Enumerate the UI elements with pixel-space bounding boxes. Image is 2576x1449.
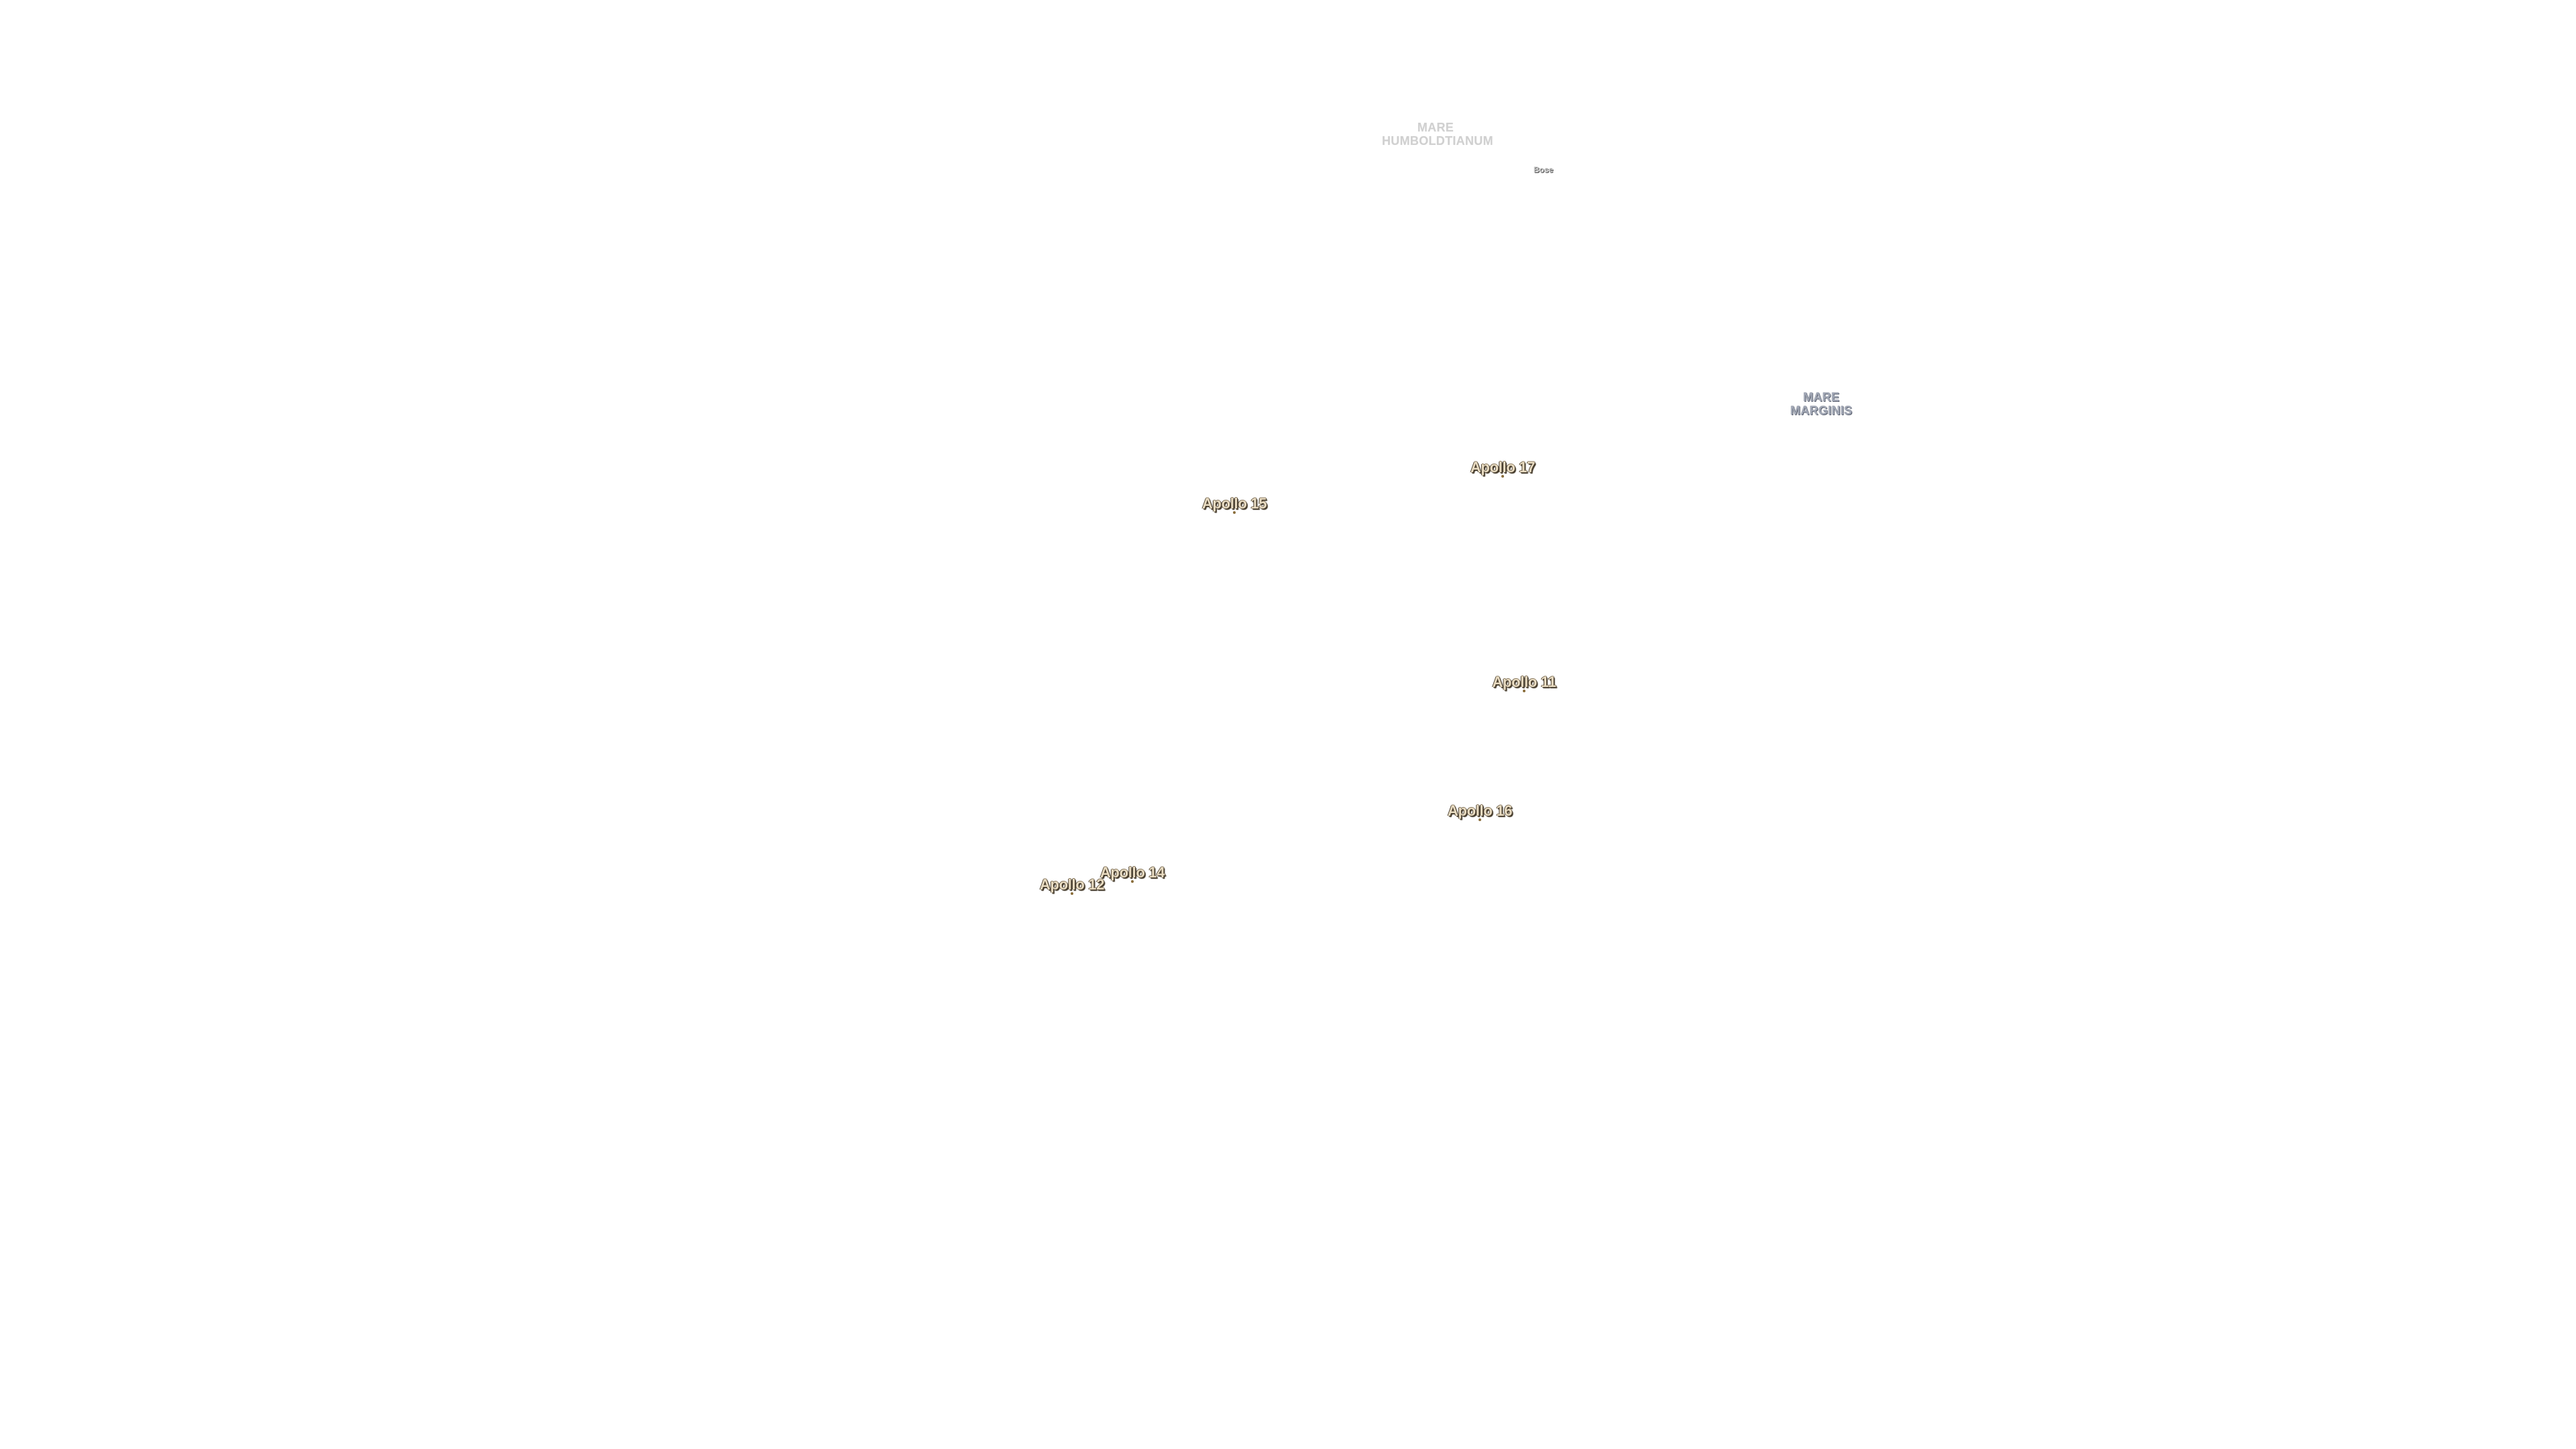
landing-site-label: Apollo 11 <box>1492 674 1556 690</box>
landing-site-label: Apollo 12 <box>1039 876 1105 893</box>
landing-site-label: Apollo 15 <box>1201 495 1267 512</box>
mare-marginis-line2: MARGINIS <box>1790 404 1853 417</box>
mare-marginis-label: MARE MARGINIS <box>1771 390 1872 417</box>
landing-site-marker-icon <box>1479 818 1481 821</box>
crater-label: Bose <box>1534 165 1554 174</box>
landing-site-marker-icon <box>1233 511 1236 514</box>
landing-site-label: Apollo 16 <box>1447 802 1513 819</box>
mare-humboldtianum-line1: MARE <box>1417 121 1454 134</box>
mare-humboldtianum-line2: HUMBOLDTIANUM <box>1382 134 1493 148</box>
landing-site-marker-icon <box>1523 690 1525 692</box>
landing-site-marker-icon <box>1071 892 1073 895</box>
landing-site-marker-icon <box>1131 880 1134 883</box>
mare-humboldtianum-label: MARE HUMBOLDTIANUM <box>1382 121 1493 148</box>
landing-site-label: Apollo 17 <box>1470 459 1536 476</box>
landing-site-marker-icon <box>1501 475 1504 478</box>
mare-marginis-line1: MARE <box>1803 390 1840 404</box>
landing-site-label: Apollo 14 <box>1099 864 1165 881</box>
